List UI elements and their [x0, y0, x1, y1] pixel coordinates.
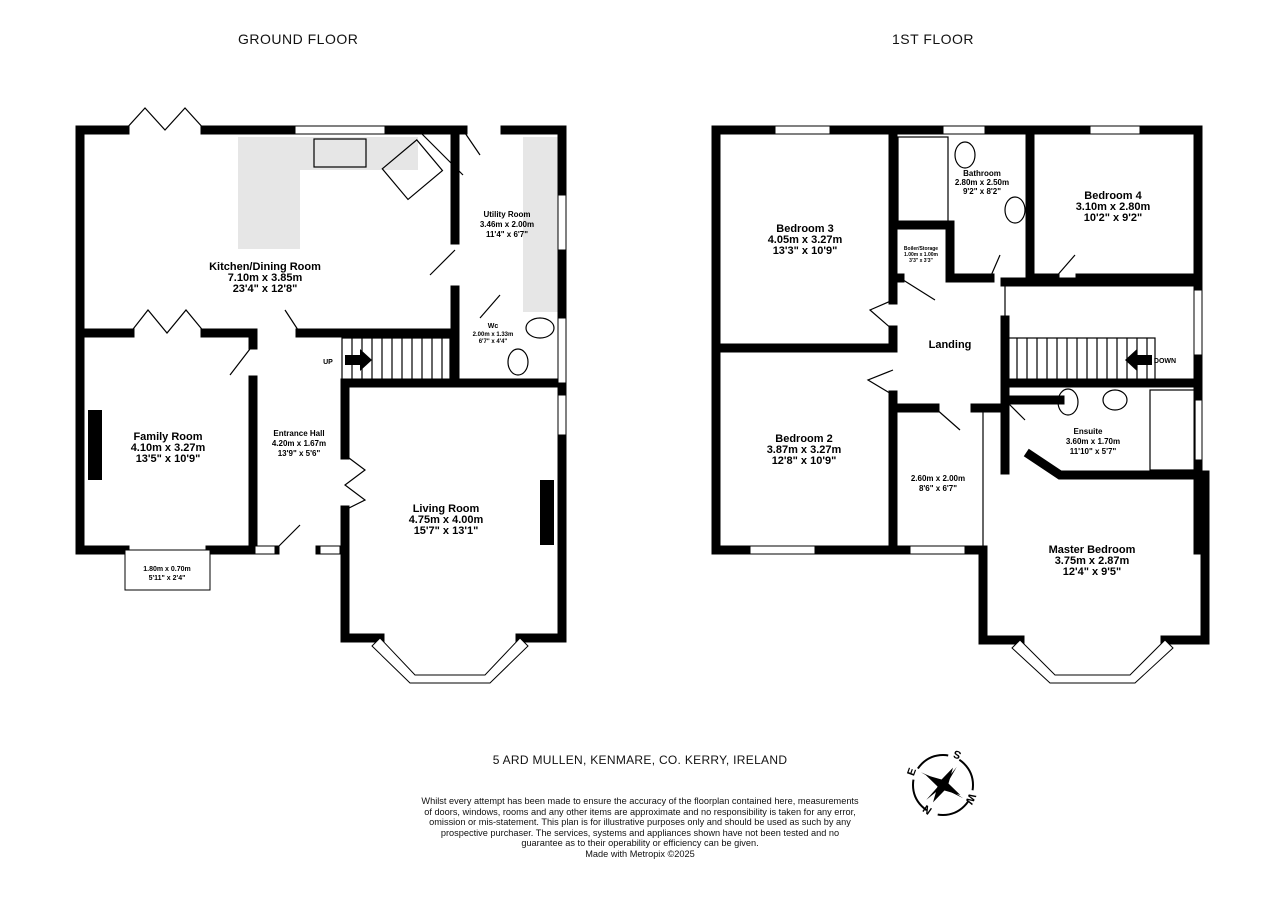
bay-size-imperial: 5'11" x 2'4"	[149, 575, 186, 582]
sink-icon	[313, 138, 367, 168]
bed4-size-imperial: 10'2" x 9'2"	[1084, 212, 1142, 224]
ensuite-size-metric: 3.60m x 1.70m	[1066, 437, 1120, 446]
hall-size-imperial: 13'9" x 5'6"	[278, 449, 321, 458]
wc-size-metric: 2.00m x 1.33m	[473, 332, 514, 338]
kitchen-size-imperial: 23'4" x 12'8"	[233, 283, 298, 295]
master-size-imperial: 12'4" x 9'5"	[1063, 566, 1121, 578]
utility-label: Utility Room	[483, 210, 530, 219]
bay-size-metric: 1.80m x 0.70m	[143, 566, 190, 573]
master-bedroom-label: Master Bedroom	[1049, 544, 1136, 556]
stairs-up	[341, 337, 451, 384]
living-size-metric: 4.75m x 4.00m	[409, 514, 484, 526]
disclaimer: Whilst every attempt has been made to en…	[420, 796, 860, 860]
property-address: 5 ARD MULLEN, KENMARE, CO. KERRY, IRELAN…	[492, 753, 788, 767]
family-size-imperial: 13'5" x 10'9"	[136, 453, 201, 465]
utility-counter	[523, 137, 558, 312]
dressing-size-imperial: 8'6" x 6'7"	[919, 484, 957, 493]
master-size-metric: 3.75m x 2.87m	[1055, 555, 1130, 567]
disclaimer-text: Whilst every attempt has been made to en…	[421, 796, 859, 849]
boiler-size-imperial: 3'3" x 3'3"	[909, 258, 933, 264]
stairs-down	[1006, 337, 1156, 384]
bedroom3-label: Bedroom 3	[776, 223, 833, 235]
bedroom4-label: Bedroom 4	[1084, 190, 1142, 202]
first-floor-title: 1ST FLOOR	[892, 31, 975, 47]
family-room-label: Family Room	[133, 431, 202, 443]
first-floor-plan: Bedroom 3 4.05m x 3.27m 13'3" x 10'9" Ba…	[711, 125, 1210, 684]
ground-floor-title: GROUND FLOOR	[238, 31, 359, 47]
ensuite-shower-icon	[1149, 389, 1196, 471]
utility-size-imperial: 11'4" x 6'7"	[486, 230, 528, 239]
utility-size-metric: 3.46m x 2.00m	[480, 220, 534, 229]
bathroom-label: Bathroom	[963, 169, 1001, 178]
arrow-up-icon	[345, 349, 372, 371]
living-size-imperial: 15'7" x 13'1"	[414, 525, 479, 537]
boiler-size-metric: 1.00m x 1.00m	[904, 252, 938, 258]
arrow-down-icon	[1125, 349, 1152, 371]
shower-icon	[897, 136, 949, 223]
made-with-credit: Made with Metropix ©2025	[585, 848, 695, 859]
ground-floor-plan: Kitchen/Dining Room 7.10m x 3.85m 23'4" …	[75, 107, 567, 684]
bath-size-metric: 2.80m x 2.50m	[955, 178, 1009, 187]
hob-icon	[381, 139, 444, 201]
ensuite-label: Ensuite	[1074, 427, 1103, 436]
kitchen-size-metric: 7.10m x 3.85m	[228, 272, 303, 284]
wc-size-imperial: 6'7" x 4'4"	[479, 339, 508, 345]
stairs-down-label: DOWN	[1154, 358, 1176, 365]
bed2-size-metric: 3.87m x 3.27m	[767, 444, 842, 456]
compass-s: S	[952, 747, 963, 761]
compass-w: W	[962, 791, 978, 806]
bed4-size-metric: 3.10m x 2.80m	[1076, 201, 1151, 213]
bath-size-imperial: 9'2" x 8'2"	[963, 187, 1001, 196]
compass-icon: N S E W	[905, 747, 978, 818]
toilet-icon	[507, 348, 529, 376]
compass-e: E	[905, 766, 919, 777]
basin-icon	[1004, 196, 1026, 224]
boiler-storage-label: Boiler/Storage	[904, 246, 938, 252]
toilet-icon	[954, 141, 976, 169]
family-size-metric: 4.10m x 3.27m	[131, 442, 206, 454]
kitchen-label: Kitchen/Dining Room	[209, 261, 321, 273]
toilet-icon	[1057, 388, 1079, 416]
fireplace-icon	[88, 410, 102, 480]
hall-size-metric: 4.20m x 1.67m	[272, 439, 326, 448]
landing-label: Landing	[929, 339, 972, 351]
basin-icon	[525, 317, 555, 339]
dressing-size-metric: 2.60m x 2.00m	[911, 474, 965, 483]
bed2-size-imperial: 12'8" x 10'9"	[772, 455, 837, 467]
entrance-hall-label: Entrance Hall	[273, 429, 324, 438]
bed3-size-imperial: 13'3" x 10'9"	[773, 245, 838, 257]
basin-icon	[1102, 389, 1128, 411]
bedroom2-label: Bedroom 2	[775, 433, 832, 445]
bed3-size-metric: 4.05m x 3.27m	[768, 234, 843, 246]
stairs-up-label: UP	[323, 359, 333, 366]
ensuite-size-imperial: 11'10" x 5'7"	[1070, 447, 1117, 456]
fireplace-icon	[540, 480, 554, 545]
wc-label: Wc	[488, 323, 499, 330]
living-room-label: Living Room	[413, 503, 480, 515]
